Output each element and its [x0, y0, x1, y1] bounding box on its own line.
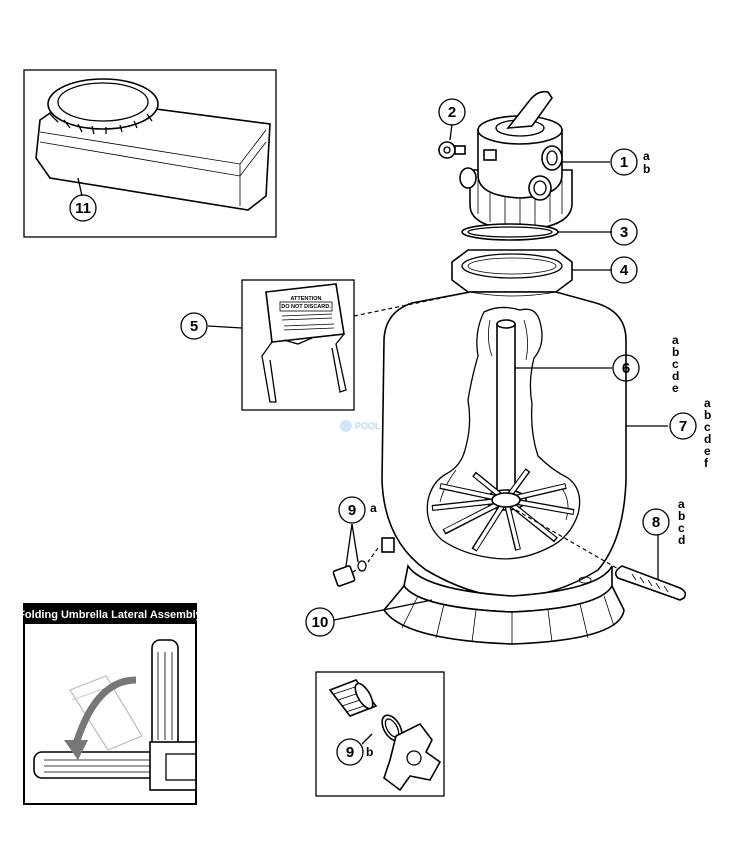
callout-9b-number: 9: [346, 744, 354, 761]
part-9b-box: [315, 671, 445, 797]
part-1-valve: [459, 90, 610, 231]
callout-9a-suffix: a: [370, 501, 377, 515]
inset-title: Folding Umbrella Lateral Assembly: [18, 609, 202, 621]
watermark: POOL: [340, 420, 380, 432]
callout-4: 4: [610, 256, 638, 284]
callout-7: 7 a b c d e f: [669, 396, 711, 470]
sign-heading-2: DO NOT DISCARD.: [281, 304, 331, 310]
part-7-tank: [381, 291, 668, 599]
callout-8: 8 a b c d: [642, 497, 685, 547]
callout-11-number: 11: [75, 200, 91, 217]
part-5-sign-box: ATTENTION DO NOT DISCARD.: [207, 279, 471, 411]
callout-7-suffix-f: f: [704, 456, 709, 470]
callout-3-number: 3: [620, 224, 628, 241]
callout-11: 11: [69, 194, 97, 222]
callout-6-suffix-e: e: [672, 381, 679, 395]
callout-8-suffix-d: d: [678, 533, 685, 547]
callout-7-number: 7: [679, 418, 687, 435]
callout-6-number: 6: [622, 360, 630, 377]
callout-5-number: 5: [190, 318, 198, 335]
callout-9a-number: 9: [348, 502, 356, 519]
callout-4-number: 4: [620, 262, 629, 279]
callout-8-suffix-c: c: [678, 521, 685, 535]
callout-9b: 9 b: [336, 738, 373, 766]
callout-6-suffix-c: c: [672, 357, 679, 371]
callout-1: 1 a b: [610, 148, 650, 176]
callout-8-suffix-a: a: [678, 497, 685, 511]
callout-6-suffix-a: a: [672, 333, 679, 347]
part-9a-drain-plug: [332, 523, 395, 587]
callout-8-suffix-b: b: [678, 509, 685, 523]
part-3-o-ring: [461, 223, 612, 241]
watermark-text: POOL: [355, 421, 380, 431]
callout-10-number: 10: [312, 614, 329, 631]
callout-6-suffix-b: b: [672, 345, 679, 359]
callout-6: 6 a b c d e: [612, 333, 679, 395]
callout-6-suffix-d: d: [672, 369, 679, 383]
part-6-laterals: [431, 319, 612, 552]
part-11-box: [23, 69, 277, 238]
callout-2-number: 2: [448, 104, 456, 121]
part-8-lateral: [515, 509, 687, 601]
callout-7-suffix-e: e: [704, 444, 711, 458]
callout-2: 2: [438, 98, 466, 126]
callout-1-suffix-a: a: [643, 149, 650, 163]
inset-header: [24, 604, 196, 624]
callout-5: 5: [180, 312, 208, 340]
callout-9a: 9 a: [338, 496, 377, 524]
sign-heading-1: ATTENTION: [290, 296, 321, 302]
part-10-base: [333, 563, 625, 645]
callout-7-suffix-a: a: [704, 396, 711, 410]
callout-10: 10: [305, 607, 335, 637]
callout-7-suffix-d: d: [704, 432, 711, 446]
callout-8-number: 8: [652, 514, 660, 531]
callout-3: 3: [610, 218, 638, 246]
callout-7-suffix-b: b: [704, 408, 711, 422]
callout-9b-suffix: b: [366, 745, 373, 759]
callout-7-suffix-c: c: [704, 420, 711, 434]
part-4-flange: [451, 249, 612, 293]
callout-1-suffix-b: b: [643, 162, 650, 176]
inset-folding-umbrella: Folding Umbrella Lateral Assembly: [18, 603, 203, 805]
callout-1-number: 1: [620, 154, 628, 171]
part-2-gauge: [438, 123, 466, 159]
